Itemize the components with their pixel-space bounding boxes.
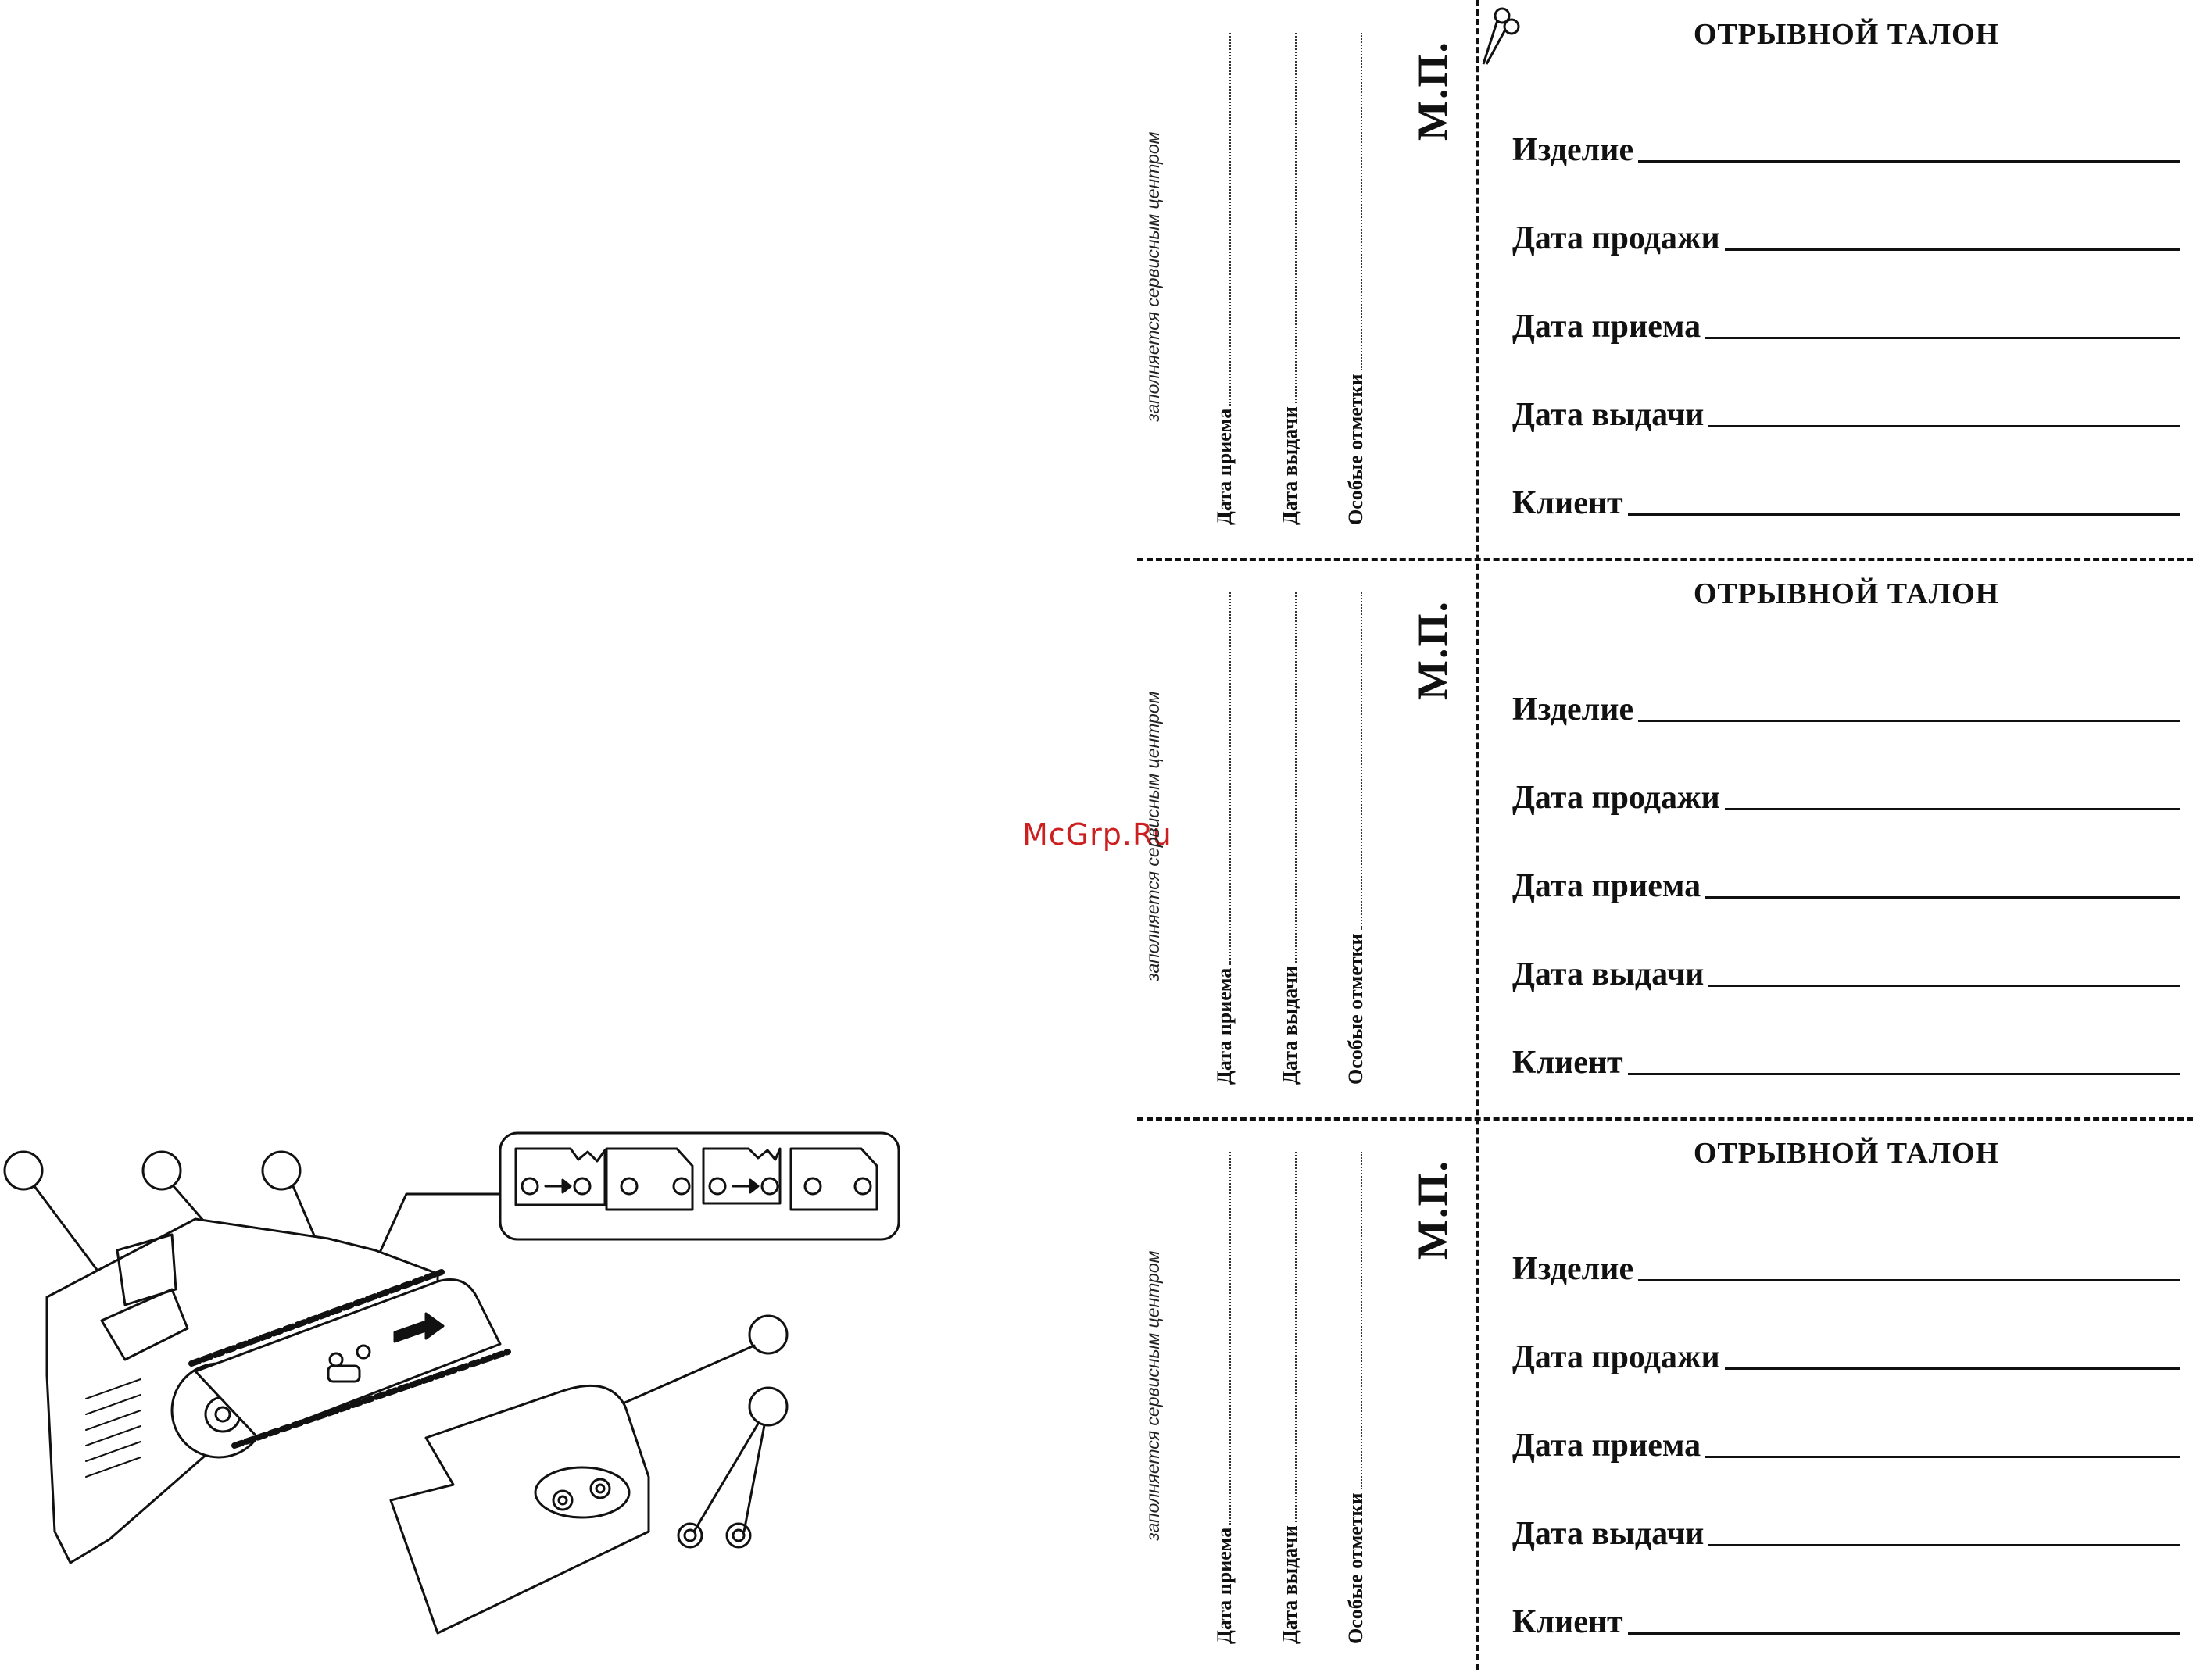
coupon-field-receive-date[interactable]: Дата приема: [1512, 308, 2180, 345]
coupon-title: ОТРЫВНОЙ ТАЛОН: [1693, 1137, 2000, 1170]
chain-cover: [389, 1384, 650, 1635]
service-note: заполняется сервисным центром: [1143, 1250, 1163, 1541]
coupon-field-client[interactable]: Клиент: [1512, 1044, 2180, 1081]
coupon-field-product[interactable]: Изделие: [1512, 1250, 2180, 1288]
coupon-field-issue-date[interactable]: Дата выдачи: [1512, 956, 2180, 993]
service-note: заполняется сервисным центром: [1143, 691, 1163, 981]
coupon-field-receive-date[interactable]: Дата приема: [1512, 1427, 2180, 1464]
chain-detail-inset: [358, 1131, 900, 1299]
coupon-field-product[interactable]: Изделие: [1512, 131, 2180, 169]
bar-nuts: [677, 1522, 752, 1549]
coupon-field-product[interactable]: Изделие: [1512, 691, 2180, 728]
service-field-special-notes[interactable]: Особые отметки: [1344, 33, 1368, 525]
watermark: McGrp.Ru: [1022, 817, 1172, 852]
service-section: заполняется сервисным центром Дата прием…: [1125, 0, 1476, 561]
service-field-receive-date[interactable]: Дата приема: [1213, 592, 1236, 1085]
stamp-placeholder: М.П.: [1409, 1160, 1456, 1260]
service-field-issue-date[interactable]: Дата выдачи: [1279, 592, 1302, 1085]
service-field-receive-date[interactable]: Дата приема: [1213, 33, 1236, 525]
vertical-cut-line: [1476, 0, 1479, 1670]
coupon-title: ОТРЫВНОЙ ТАЛОН: [1693, 18, 2000, 51]
coupon-field-sale-date[interactable]: Дата продажи: [1512, 1339, 2180, 1376]
stamp-placeholder: М.П.: [1409, 41, 1456, 141]
chainsaw-assembly-illustration: [3, 1131, 900, 1635]
guide-bar-and-chain: [188, 1269, 511, 1449]
coupon-field-receive-date[interactable]: Дата приема: [1512, 867, 2180, 905]
coupon-section: ОТРЫВНОЙ ТАЛОН Изделие Дата продажи Дата…: [1512, 0, 2180, 561]
service-field-special-notes[interactable]: Особые отметки: [1344, 592, 1368, 1085]
coupon-section: ОТРЫВНОЙ ТАЛОН Изделие Дата продажи Дата…: [1512, 559, 2180, 1121]
service-field-special-notes[interactable]: Особые отметки: [1344, 1152, 1368, 1644]
service-section: заполняется сервисным центром Дата прием…: [1125, 1119, 1476, 1680]
stamp-placeholder: М.П.: [1409, 600, 1456, 700]
coupon-field-sale-date[interactable]: Дата продажи: [1512, 779, 2180, 817]
scissors-icon: [1482, 7, 1520, 65]
coupon-field-client[interactable]: Клиент: [1512, 484, 2180, 522]
coupon-field-issue-date[interactable]: Дата выдачи: [1512, 396, 2180, 434]
coupon-title: ОТРЫВНОЙ ТАЛОН: [1693, 577, 2000, 610]
coupon-field-sale-date[interactable]: Дата продажи: [1512, 220, 2180, 257]
service-field-receive-date[interactable]: Дата приема: [1213, 1152, 1236, 1644]
horizontal-cut-line-1: [1137, 558, 2193, 561]
service-field-issue-date[interactable]: Дата выдачи: [1279, 1152, 1302, 1644]
coupon-field-client[interactable]: Клиент: [1512, 1603, 2180, 1641]
coupon-section: ОТРЫВНОЙ ТАЛОН Изделие Дата продажи Дата…: [1512, 1119, 2180, 1680]
service-field-issue-date[interactable]: Дата выдачи: [1279, 33, 1302, 525]
horizontal-cut-line-2: [1137, 1117, 2193, 1121]
coupon-field-issue-date[interactable]: Дата выдачи: [1512, 1515, 2180, 1553]
service-section: заполняется сервисным центром Дата прием…: [1125, 559, 1476, 1121]
service-note: заполняется сервисным центром: [1143, 131, 1163, 422]
